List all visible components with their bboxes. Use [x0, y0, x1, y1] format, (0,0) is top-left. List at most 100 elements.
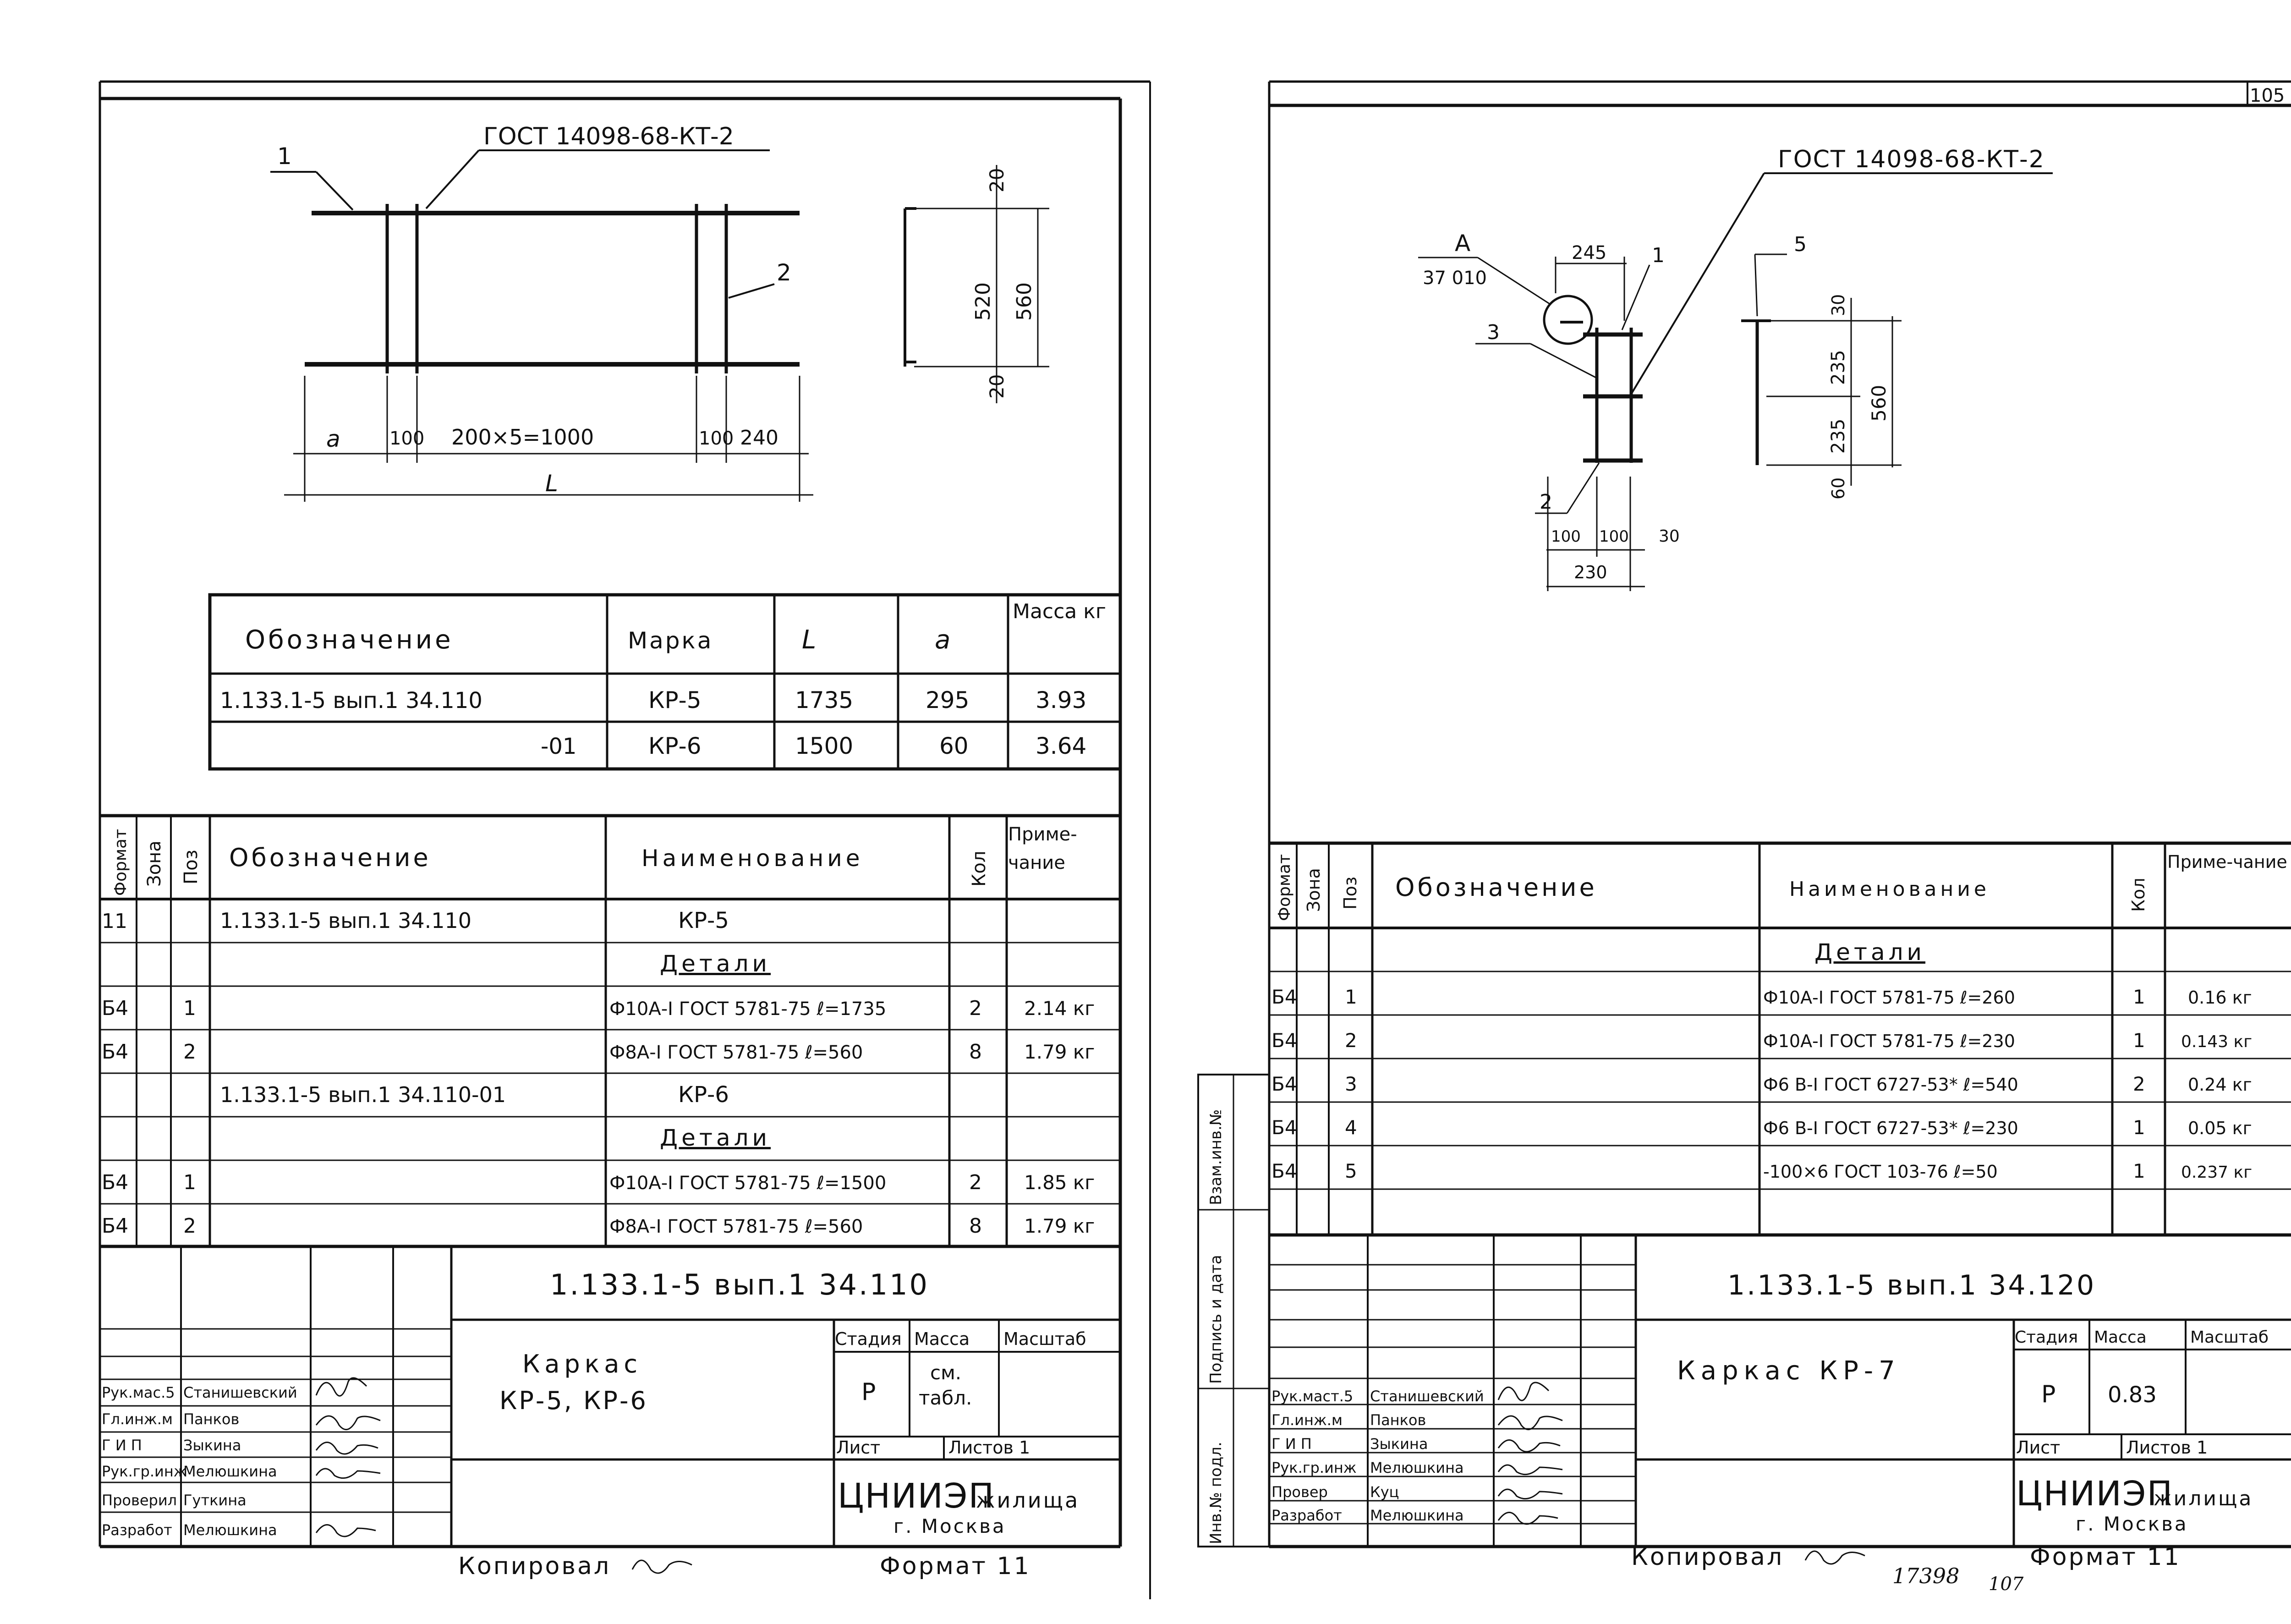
left-gost-label: ГОСТ 14098-68-КТ-2 — [483, 123, 734, 150]
left-tb-role5: Проверил — [102, 1492, 177, 1509]
left-dim-520: 520 — [971, 282, 995, 321]
left-tb-role6: Разработ — [102, 1521, 172, 1539]
right-tb-sheets-label: Листов 1 — [2126, 1437, 2208, 1458]
right-spec-r5-format: Б4 — [1272, 1116, 1297, 1139]
left-tb-sheets-label: Листов 1 — [948, 1437, 1030, 1458]
left-spec-h-qty: Кол — [969, 851, 990, 887]
left-tb-name-1: Станишевский — [183, 1384, 297, 1401]
left-spec-r1-designation: 1.133.1-5 вып.1 34.110 — [220, 908, 471, 933]
right-stamp-replace: Взам.инв.№ — [1207, 1109, 1225, 1205]
right-pos2-label: 2 — [1540, 490, 1552, 514]
left-dim-mid: 200×5=1000 — [451, 425, 594, 450]
right-tb-mass-label: Масса — [2094, 1328, 2147, 1347]
left-dim-20a: 20 — [986, 168, 1008, 192]
right-signatures — [1497, 1382, 1563, 1525]
left-mass-h-mass-wrap: Масса кг — [1013, 600, 1106, 623]
right-dim-100a: 100 — [1551, 527, 1581, 546]
right-dim-100b: 100 — [1599, 527, 1629, 546]
left-tb-role2: Гл.инж.м — [102, 1410, 173, 1428]
left-dim-a: a — [326, 426, 340, 452]
right-spec-h-qty: Кол — [2128, 878, 2148, 912]
left-texts: ГОСТ 14098-68-КТ-2 1 2 a 100 200×5=1000 … — [102, 123, 1106, 1580]
left-mass-h-L: L — [802, 625, 816, 655]
right-tb-name: Каркас КР-7 — [1677, 1356, 1901, 1386]
right-tb-name-2: Панков — [1370, 1411, 1426, 1429]
right-tb-city: г. Москва — [2076, 1513, 2188, 1535]
right-tb-role4: Рук.гр.инж — [1272, 1459, 1357, 1476]
right-tb-stage: Р — [2041, 1381, 2055, 1408]
left-spec-r8-format: Б4 — [102, 1214, 128, 1238]
left-footer-format: Формат 11 — [880, 1553, 1031, 1580]
right-spec-r2-pos: 1 — [1345, 986, 1357, 1008]
left-tb-name-2: Панков — [183, 1410, 239, 1428]
right-tb-designation: 1.133.1-5 вып.1 34.120 — [1727, 1269, 2096, 1301]
left-tb-name-3: Зыкина — [183, 1437, 241, 1454]
right-sheet-number: 105 — [2250, 85, 2285, 106]
right-footer-format: Формат 11 — [2030, 1543, 2181, 1571]
left-mass-table — [208, 593, 1122, 771]
left-spec-r7-qty: 2 — [969, 1171, 982, 1194]
right-spec-r3-pos: 2 — [1345, 1029, 1357, 1052]
left-mass-h-a: a — [935, 625, 950, 655]
left-tb-name-6: Мелюшкина — [183, 1521, 277, 1539]
left-tb-name1: Каркас — [522, 1350, 642, 1378]
left-tb-name2: КР-5, КР-6 — [499, 1386, 648, 1415]
left-mass-r2-mass: 3.64 — [1036, 733, 1086, 759]
left-spec-r1-name: КР-5 — [678, 908, 729, 933]
right-spec-r6-note: 0.237 кг — [2181, 1163, 2252, 1182]
right-pos1-label: 1 — [1652, 244, 1665, 267]
left-spec-h-zone: Зона — [144, 840, 165, 887]
left-mass-r1-mark: КР-5 — [648, 687, 702, 713]
left-spec-r7-pos: 1 — [183, 1171, 196, 1194]
right-pos3-label: 3 — [1487, 321, 1500, 344]
right-tb-name-6: Мелюшкина — [1370, 1507, 1464, 1524]
right-footer-num1: 17398 — [1892, 1564, 1959, 1588]
left-spec-r4-format: Б4 — [102, 1040, 128, 1064]
left-tb-name-5: Гуткина — [183, 1492, 247, 1509]
left-frame-section — [904, 165, 1049, 403]
left-spec-r6-name: Детали — [660, 1125, 771, 1151]
right-spec-h-note: Приме-чание — [2167, 852, 2287, 872]
right-tb-role5: Провер — [1272, 1483, 1328, 1501]
left-spec-r7-format: Б4 — [102, 1171, 128, 1194]
left-mass-r2-designation: -01 — [541, 734, 576, 759]
left-spec-r7-name: Ф10А-I ГОСТ 5781-75 ℓ=1500 — [609, 1173, 886, 1194]
right-spec-r6-format: Б4 — [1272, 1160, 1297, 1182]
left-spec-r4-qty: 8 — [969, 1040, 982, 1064]
right-spec-r3-format: Б4 — [1272, 1029, 1297, 1052]
left-spec-r4-pos: 2 — [183, 1040, 196, 1064]
right-dim-245: 245 — [1572, 242, 1606, 263]
left-spec-h-designation: Обозначение — [229, 843, 431, 872]
right-callout-ref: 37 010 — [1423, 268, 1487, 289]
left-tb-role1: Рук.мас.5 — [102, 1384, 175, 1401]
left-spec-r7-note: 1.85 кг — [1024, 1171, 1095, 1194]
right-spec-r6-qty: 1 — [2133, 1160, 2145, 1182]
right-spec-h-zone: Зона — [1304, 868, 1324, 912]
right-spec-r2-note: 0.16 кг — [2188, 988, 2252, 1008]
right-tb-name-1: Станишевский — [1370, 1388, 1484, 1405]
right-spec-r3-note: 0.143 кг — [2181, 1032, 2252, 1051]
left-spec-r2-name: Детали — [660, 950, 771, 977]
left-tb-org-suffix: жилища — [976, 1488, 1080, 1513]
right-title-block — [1269, 1235, 2291, 1547]
left-footer-copied: Копировал — [458, 1553, 611, 1580]
left-tb-scale-label: Масштаб — [1003, 1329, 1086, 1349]
left-spec-r3-note: 2.14 кг — [1024, 997, 1095, 1020]
right-dim-235a: 235 — [1828, 350, 1849, 385]
left-signatures — [315, 1377, 381, 1537]
left-spec-h-note: Приме-чание — [1008, 824, 1077, 873]
left-spec-r5-name: КР-6 — [678, 1082, 729, 1108]
left-tb-stage-label: Стадия — [835, 1329, 902, 1349]
right-dim-560: 560 — [1868, 385, 1890, 422]
right-footer-num2: 107 — [1989, 1574, 2024, 1595]
left-spec-r3-qty: 2 — [969, 997, 982, 1020]
right-dim-230: 230 — [1574, 562, 1607, 582]
left-frame-elevation — [270, 149, 813, 502]
left-tb-name-4: Мелюшкина — [183, 1463, 277, 1480]
right-spec-r5-qty: 1 — [2133, 1116, 2145, 1139]
left-pos2-label: 2 — [777, 259, 791, 286]
right-spec-r6-pos: 5 — [1345, 1160, 1357, 1182]
left-mass-r2-L: 1500 — [795, 733, 853, 759]
left-tb-role3: Г И П — [102, 1437, 142, 1454]
right-callout-A: А — [1455, 230, 1470, 257]
